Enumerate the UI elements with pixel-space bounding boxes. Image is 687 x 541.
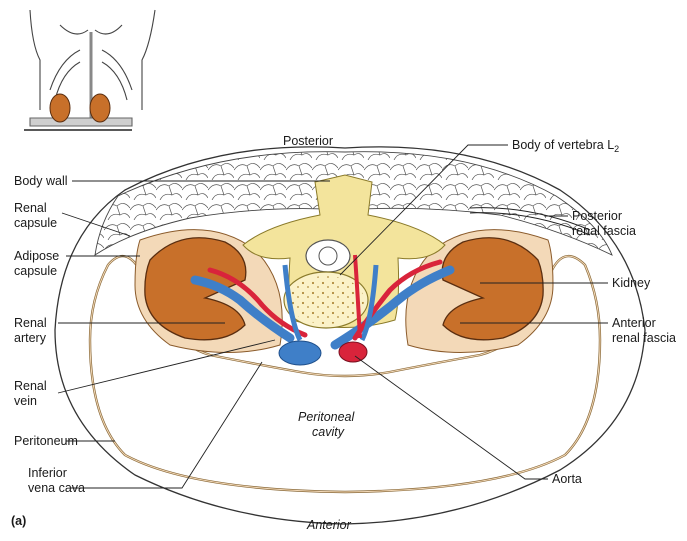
- label-renal-artery-2: artery: [14, 331, 46, 346]
- label-renal-artery-1: Renal: [14, 316, 47, 331]
- label-ivc-2: vena cava: [28, 481, 85, 496]
- label-anterior-fascia-2: renal fascia: [612, 331, 676, 346]
- label-renal-vein-1: Renal: [14, 379, 47, 394]
- label-vertebra: Body of vertebra L2: [512, 138, 619, 157]
- label-anterior-fascia-1: Anterior: [612, 316, 656, 331]
- label-adipose-capsule-2: capsule: [14, 264, 57, 279]
- inset-kidney-right: [90, 94, 110, 122]
- label-panel: (a): [11, 514, 26, 529]
- label-ivc-1: Inferior: [28, 466, 67, 481]
- label-posterior: Posterior: [283, 134, 333, 149]
- label-anterior: Anterior: [307, 518, 351, 533]
- label-peritoneum: Peritoneum: [14, 434, 78, 449]
- label-posterior-fascia-2: renal fascia: [572, 224, 636, 239]
- aorta: [339, 342, 367, 362]
- label-aorta: Aorta: [552, 472, 582, 487]
- label-posterior-fascia-1: Posterior: [572, 209, 622, 224]
- label-vertebra-subscript: 2: [614, 144, 619, 154]
- inset-torso-sketch: [24, 10, 155, 130]
- label-adipose-capsule-1: Adipose: [14, 249, 59, 264]
- label-renal-capsule-2: capsule: [14, 216, 57, 231]
- label-kidney: Kidney: [612, 276, 650, 291]
- label-body-wall: Body wall: [14, 174, 68, 189]
- inset-kidney-left: [50, 94, 70, 122]
- label-peritoneal-cavity-2: cavity: [312, 425, 344, 440]
- spinal-canal: [306, 240, 350, 272]
- label-vertebra-text: Body of vertebra L: [512, 138, 614, 152]
- label-renal-vein-2: vein: [14, 394, 37, 409]
- label-peritoneal-cavity-1: Peritoneal: [298, 410, 354, 425]
- label-renal-capsule-1: Renal: [14, 201, 47, 216]
- inferior-vena-cava: [279, 341, 321, 365]
